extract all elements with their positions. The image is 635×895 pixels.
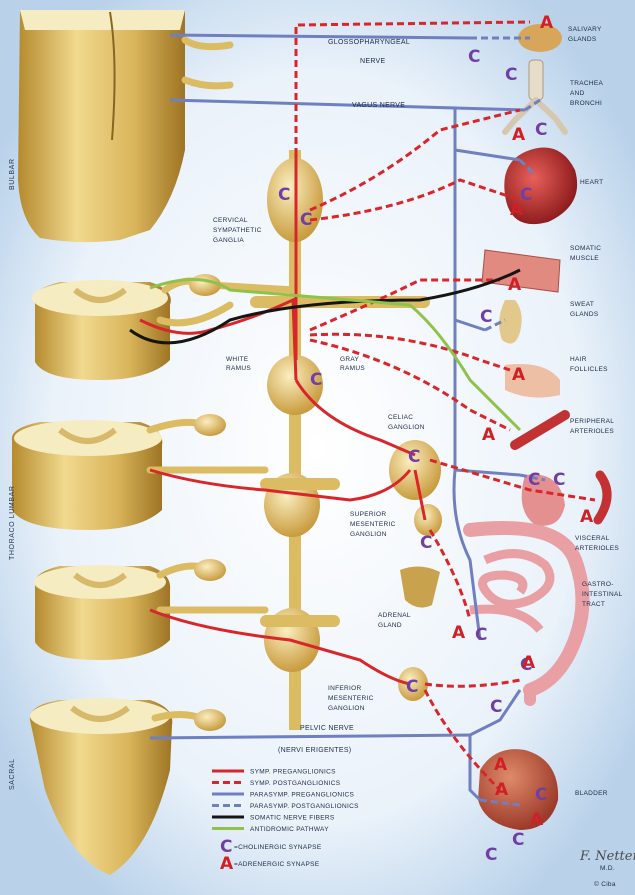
legend-label: SOMATIC NERVE FIBERS <box>250 815 335 822</box>
label-sup-mesenteric-3: GANGLION <box>350 531 387 538</box>
label-visceral-1: VISCERAL <box>575 535 610 542</box>
thoracic-cord-segment-2 <box>12 420 162 530</box>
cholinergic-marker: C <box>512 830 524 850</box>
cholinergic-marker: C <box>475 625 487 645</box>
legend-label: SYMP. PREGANGLIONICS <box>250 769 336 776</box>
superior-mesenteric-ganglion <box>414 504 442 536</box>
adrenergic-marker: A <box>522 653 536 673</box>
bulbar-cord-segment <box>18 10 185 242</box>
label-trachea-1: TRACHEA <box>570 80 604 87</box>
adrenergic-marker: A <box>510 200 524 220</box>
cholinergic-marker: C <box>408 447 420 467</box>
label-inf-mesenteric-1: INFERIOR <box>328 685 361 692</box>
cholinergic-marker: C <box>535 785 547 805</box>
label-nerve: NERVE <box>360 58 386 65</box>
label-gray-ramus-2: RAMUS <box>340 365 365 372</box>
label-celiac-1: CELIAC <box>388 414 413 421</box>
cholinergic-marker: C <box>535 120 547 140</box>
label-bladder: BLADDER <box>575 790 608 797</box>
cholinergic-marker: C <box>468 47 480 67</box>
label-nervi-erigentes: (NERVI ERIGENTES) <box>278 747 351 754</box>
label-gi-2: INTESTINAL <box>582 591 623 598</box>
label-adrenal-1: ADRENAL <box>378 612 411 619</box>
adrenergic-marker: A <box>540 13 554 33</box>
legend-mark-label: =ADRENERGIC SYNAPSE <box>234 861 320 868</box>
side-label-thoracolumbar: THORACO LUMBAR <box>9 485 16 560</box>
cholinergic-marker: C <box>490 697 502 717</box>
cholinergic-marker: C <box>278 185 290 205</box>
label-trachea-2: AND <box>570 90 585 97</box>
adrenergic-marker: A <box>512 125 526 145</box>
copyright-mark: © Ciba <box>594 880 616 888</box>
label-celiac-2: GANGLION <box>388 424 425 431</box>
label-sweat-2: GLANDS <box>570 311 599 318</box>
label-cervical-2: SYMPATHETIC <box>213 227 262 234</box>
label-peripheral-2: ARTERIOLES <box>570 428 614 435</box>
label-cervical-3: GANGLIA <box>213 237 244 244</box>
legend-label: PARASYMP. PREGANGLIONICS <box>250 792 354 799</box>
label-gi-1: GASTRO- <box>582 581 614 588</box>
side-label-sacral: SACRAL <box>9 758 16 790</box>
adrenergic-marker: A <box>580 507 594 527</box>
cholinergic-marker: C <box>420 533 432 553</box>
cholinergic-marker: C <box>300 210 312 230</box>
cholinergic-marker: C <box>480 307 492 327</box>
legend-label: SYMP. POSTGANGLIONICS <box>250 780 341 787</box>
label-hair-1: HAIR <box>570 356 587 363</box>
side-label-bulbar: BULBAR <box>9 158 16 190</box>
adrenergic-marker: A <box>482 425 496 445</box>
legend-mark-label: =CHOLINERGIC SYNAPSE <box>234 844 322 851</box>
label-glossopharyngeal: GLOSSOPHARYNGEAL <box>328 39 410 46</box>
cholinergic-marker: C <box>485 845 497 865</box>
label-vagus-nerve: VAGUS NERVE <box>352 102 405 109</box>
legend-adrenergic-marker: A <box>220 854 234 874</box>
label-sup-mesenteric-1: SUPERIOR <box>350 511 386 518</box>
adrenergic-marker: A <box>495 780 509 800</box>
cholinergic-marker: C <box>406 677 418 697</box>
cholinergic-marker: C <box>505 65 517 85</box>
adrenergic-marker: A <box>530 810 544 830</box>
cholinergic-marker: C <box>528 470 540 490</box>
label-pelvic-nerve: PELVIC NERVE <box>300 725 354 732</box>
thoracic-cord-segment-1 <box>32 280 171 380</box>
label-salivary-2: GLANDS <box>568 36 597 43</box>
label-adrenal-2: GLAND <box>378 622 402 629</box>
lumbar-cord-segment <box>34 565 170 660</box>
label-white-ramus-1: WHITE <box>226 356 249 363</box>
label-trachea-3: BRONCHI <box>570 100 602 107</box>
label-inf-mesenteric-3: GANGLION <box>328 705 365 712</box>
label-sweat-1: SWEAT <box>570 301 594 308</box>
label-salivary-1: SALIVARY <box>568 26 602 33</box>
cholinergic-marker: C <box>310 370 322 390</box>
legend-label: PARASYMP. POSTGANGLIONICS <box>250 803 359 810</box>
label-heart: HEART <box>580 179 603 186</box>
adrenergic-marker: A <box>508 275 522 295</box>
artist-signature: F. Netter <box>579 849 635 864</box>
label-gray-ramus-1: GRAY <box>340 356 360 363</box>
label-hair-2: FOLLICLES <box>570 366 608 373</box>
adrenergic-marker: A <box>512 365 526 385</box>
label-cervical-1: CERVICAL <box>213 217 248 224</box>
legend-label: ANTIDROMIC PATHWAY <box>250 826 329 833</box>
label-somatic-2: MUSCLE <box>570 255 599 262</box>
adrenergic-marker: A <box>494 755 508 775</box>
label-somatic-1: SOMATIC <box>570 245 601 252</box>
cholinergic-marker: C <box>553 470 565 490</box>
label-white-ramus-2: RAMUS <box>226 365 251 372</box>
adrenergic-marker: A <box>452 623 466 643</box>
label-peripheral-1: PERIPHERAL <box>570 418 614 425</box>
label-gi-3: TRACT <box>582 601 605 608</box>
label-visceral-2: ARTERIOLES <box>575 545 619 552</box>
label-inf-mesenteric-2: MESENTERIC <box>328 695 374 702</box>
label-sup-mesenteric-2: MESENTERIC <box>350 521 396 528</box>
artist-signature-suffix: M.D. <box>600 865 615 872</box>
